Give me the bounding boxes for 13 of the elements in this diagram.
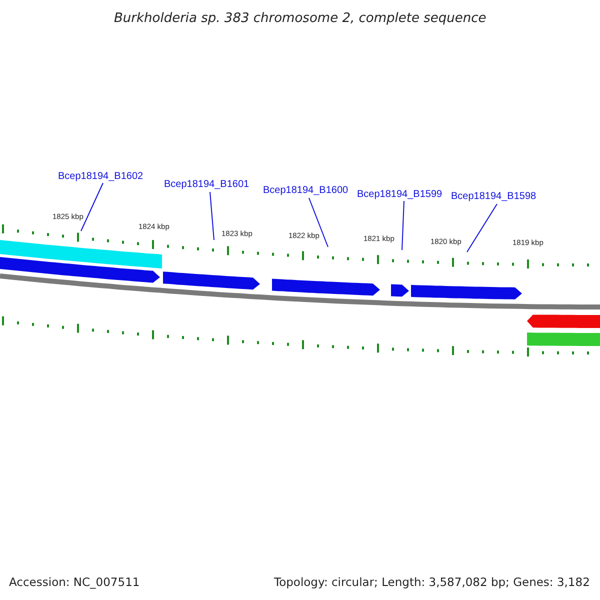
- leader-line: [210, 192, 214, 240]
- topology-note: Topology: circular; Length: 3,587,082 bp; Genes: 3,182: [274, 575, 590, 589]
- gene-label: Bcep18194_B1601: [164, 178, 250, 190]
- title: Burkholderia sp. 383 chromosome 2, complete sequence: [114, 10, 486, 26]
- gene-label: Bcep18194_B1599: [357, 188, 442, 200]
- accession-note: Accession: NC_007511: [9, 575, 140, 589]
- leader-line: [80, 182, 104, 232]
- gene-label: Bcep18194_B1602: [58, 170, 144, 182]
- leader-line: [466, 204, 498, 252]
- gene-label: Bcep18194_B1600: [263, 184, 348, 196]
- leader-line: [402, 200, 404, 250]
- gene-label: Bcep18194_B1598: [451, 190, 536, 202]
- leader-line: [308, 198, 328, 248]
